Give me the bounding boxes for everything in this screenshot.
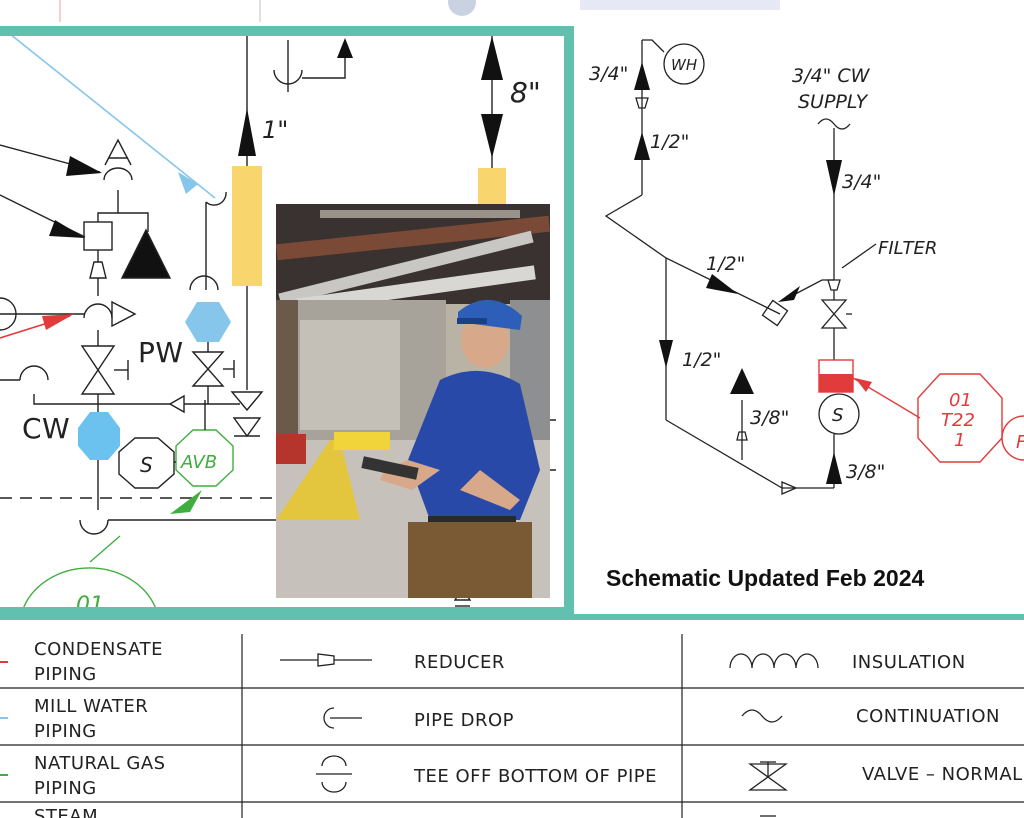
label-1in: 1": [262, 116, 288, 144]
continuation-symbol: [817, 118, 851, 130]
green-tag-arc: [21, 567, 158, 612]
legend-tee-bottom: TEE OFF BOTTOM OF PIPE: [413, 766, 657, 787]
teal-frame: [0, 26, 574, 617]
legend-valve-normal: VALVE – NORMALL: [862, 764, 1024, 785]
left-schematic: [0, 30, 556, 612]
label-1-2-a: 1/2": [650, 131, 689, 153]
label-wh: WH: [671, 56, 697, 74]
label-3-8-b: 3/8": [846, 461, 885, 483]
strainer-right: [761, 299, 789, 327]
continuation-icon: [741, 709, 783, 723]
yellow-pipe-1in: [232, 166, 262, 286]
legend-reducer: REDUCER: [414, 652, 505, 673]
label-3-4-mid: 3/4": [842, 171, 881, 193]
legend-mill-water-1: MILL WATER: [34, 696, 148, 717]
valve-normal-icon: [747, 763, 789, 791]
black-arrow-1: [66, 156, 102, 176]
s-octagon: [118, 437, 175, 489]
faded-background-strip: [59, 0, 780, 22]
legend-symbols-col2: [280, 653, 372, 793]
red-tag-line2: T22: [941, 410, 975, 431]
label-cw-supply-1: 3/4" CW: [792, 65, 871, 87]
legend-insulation: INSULATION: [852, 652, 966, 673]
legend-table: [0, 634, 1024, 818]
mill-water-arrow: [178, 172, 198, 194]
insulation-icon: [729, 653, 819, 669]
label-1-2-c: 1/2": [682, 349, 721, 371]
label-filter: FILTER: [878, 238, 937, 259]
tee-bottom-icon: [321, 755, 347, 793]
legend-natural-gas-2: PIPING: [34, 778, 97, 799]
red-tag-edge: [1001, 415, 1024, 461]
arrow-up-top: [337, 38, 353, 58]
reducer-icon: [317, 653, 335, 667]
cw-hexagon: [78, 412, 120, 460]
legend-continuation: CONTINUATION: [856, 706, 1000, 727]
technician-photo: [275, 204, 551, 598]
green-arrow: [170, 490, 202, 514]
label-3-8-a: 3/8": [750, 407, 789, 429]
legend-mill-water-2: PIPING: [34, 721, 97, 742]
strainer-box: [83, 221, 113, 251]
yellow-pipe-8in: [478, 168, 506, 208]
avb-octagon: [175, 429, 234, 487]
label-1-2-b: 1/2": [706, 253, 745, 275]
s-circle-right: [818, 393, 860, 435]
black-triangle: [120, 228, 172, 279]
wh-circle: [663, 43, 705, 85]
label-cw: CW: [22, 412, 70, 445]
label-8in: 8": [510, 76, 541, 109]
valve-main: [80, 345, 116, 395]
black-arrow-2: [49, 220, 85, 238]
label-s-left: S: [140, 453, 153, 477]
legend-pipe-drop: PIPE DROP: [414, 710, 514, 731]
valve-pw: [191, 351, 225, 387]
label-avb: AVB: [180, 452, 217, 473]
right-schematic: [604, 39, 877, 495]
legend-condensate-1: CONDENSATE: [34, 639, 163, 660]
valve-right: [820, 299, 848, 329]
pipe-drop-icon: [323, 707, 335, 729]
schematic-caption: Schematic Updated Feb 2024: [606, 565, 924, 591]
pw-hexagon: [185, 302, 231, 342]
label-s-right: S: [832, 405, 843, 426]
label-3-4-top: 3/4": [589, 63, 628, 85]
legend-steam: STEAM: [34, 806, 98, 818]
label-cw-supply-2: SUPPLY: [798, 91, 869, 113]
label-pw: PW: [138, 336, 184, 369]
legend-condensate-2: PIPING: [34, 664, 97, 685]
red-tag-edge-letter: F: [1016, 432, 1024, 453]
mill-water-line: [4, 30, 216, 199]
condensate-arrow: [42, 314, 74, 330]
red-tag-octagon: [917, 373, 1003, 463]
red-tag-line3: 1: [954, 430, 965, 451]
legend-natural-gas-1: NATURAL GAS: [34, 753, 166, 774]
legend-symbols-col3: [729, 653, 819, 817]
red-tag-line1: 01: [949, 390, 972, 411]
